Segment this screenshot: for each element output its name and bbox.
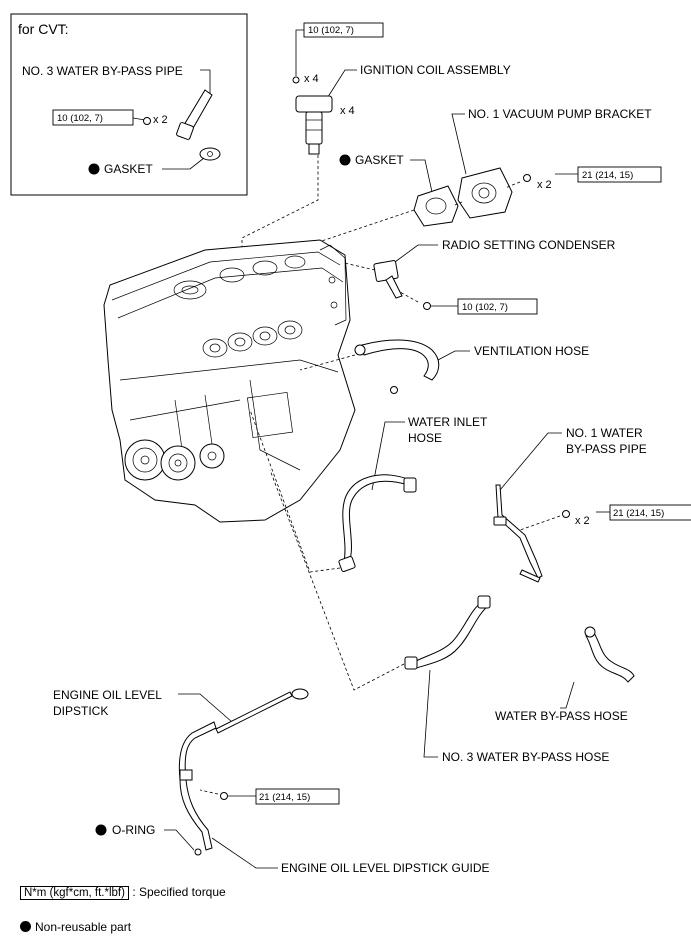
water-inlet-hose-label-1: WATER INLET — [408, 415, 488, 429]
ignition-coil-qty: x 4 — [340, 105, 355, 117]
cvt-inset-frame — [10, 13, 248, 196]
ignition-bolt-qty: x 4 — [304, 73, 319, 85]
svg-text:10 (102, 7): 10 (102, 7) — [308, 25, 354, 36]
dipstick-torque-box: 21 (214, 15) — [255, 788, 340, 805]
no1-bypass-bolt-icon — [562, 510, 570, 518]
water-bypass-hose-part — [584, 626, 635, 683]
dipstick-bolt-icon — [220, 792, 228, 800]
dipstick-guide-label: ENGINE OIL LEVEL DIPSTICK GUIDE — [281, 861, 490, 875]
dipstick-guide-part — [178, 721, 217, 856]
non-reusable-dot-icon — [20, 921, 31, 932]
ignition-coil-label: IGNITION COIL ASSEMBLY — [360, 63, 511, 77]
torque-legend-text: : Specified torque — [132, 885, 226, 899]
inset-torque-box: 10 (102, 7) — [52, 109, 134, 126]
no1-bypass-pipe-label-2: BY-PASS PIPE — [566, 442, 647, 456]
dipstick-label-2: DIPSTICK — [53, 704, 108, 718]
ignition-torque-box: 10 (102, 7) — [303, 22, 384, 38]
no3-water-bypass-pipe-label: NO. 3 WATER BY-PASS PIPE — [22, 64, 183, 78]
o-ring-dot-icon — [95, 824, 107, 836]
inset-qty: x 2 — [153, 114, 168, 126]
no3-bypass-hose-label: NO. 3 WATER BY-PASS HOSE — [442, 750, 609, 764]
radio-torque-box: 10 (102, 7) — [457, 298, 538, 315]
radio-bolt-icon — [423, 302, 431, 310]
no3-bypass-hose-part — [404, 595, 491, 670]
ventilation-hose-part — [354, 339, 440, 381]
ignition-bolt-icon — [292, 76, 300, 84]
vacuum-bolt-icon — [523, 174, 531, 182]
cvt-inset-title: for CVT: — [18, 21, 69, 37]
svg-text:21 (214, 15): 21 (214, 15) — [613, 508, 664, 519]
gasket-label: GASKET — [355, 153, 404, 167]
inset-gasket-label: GASKET — [104, 162, 153, 176]
water-bypass-hose-label: WATER BY-PASS HOSE — [495, 709, 628, 723]
non-reusable-legend: Non-reusable part — [20, 920, 131, 934]
gasket-part — [413, 185, 459, 227]
no1-bypass-torque-box: 21 (214, 15) — [609, 504, 691, 521]
non-reusable-legend-text: Non-reusable part — [35, 920, 132, 934]
ventilation-hose-label: VENTILATION HOSE — [474, 344, 589, 358]
non-reusable-dot-icon — [88, 163, 100, 175]
svg-text:21 (214, 15): 21 (214, 15) — [582, 170, 633, 181]
no1-bypass-pipe-label-1: NO. 1 WATER — [566, 426, 643, 440]
svg-text:21 (214, 15): 21 (214, 15) — [259, 792, 310, 803]
svg-text:10 (102, 7): 10 (102, 7) — [57, 113, 103, 124]
vacuum-pump-bracket-part — [457, 167, 513, 219]
gasket-dot-icon — [339, 154, 351, 166]
svg-text:10 (102, 7): 10 (102, 7) — [462, 302, 508, 313]
ignition-coil-part — [295, 95, 333, 155]
no1-bypass-pipe-part — [493, 484, 543, 583]
no3-water-bypass-pipe-part — [176, 89, 213, 140]
vacuum-torque-box: 21 (214, 15) — [577, 166, 662, 183]
no1-bypass-qty: x 2 — [575, 515, 590, 527]
water-inlet-hose-part — [338, 474, 417, 572]
inset-gasket-part — [199, 147, 221, 161]
radio-condenser-part — [373, 260, 403, 299]
torque-unit-box: N*m (kgf*cm, ft.*lbf) — [20, 886, 129, 900]
vacuum-qty: x 2 — [537, 179, 552, 191]
ventilation-clip-icon — [390, 386, 398, 394]
dipstick-label-1: ENGINE OIL LEVEL — [53, 688, 162, 702]
water-inlet-hose-label-2: HOSE — [408, 431, 442, 445]
radio-condenser-label: RADIO SETTING CONDENSER — [442, 238, 616, 252]
vacuum-pump-bracket-label: NO. 1 VACUUM PUMP BRACKET — [468, 107, 652, 121]
engine-block — [103, 239, 356, 523]
torque-legend: N*m (kgf*cm, ft.*lbf) : Specified torque — [20, 885, 226, 900]
inset-bolt-icon — [143, 117, 151, 125]
dipstick-part — [215, 688, 309, 734]
o-ring-label: O-RING — [112, 823, 155, 837]
